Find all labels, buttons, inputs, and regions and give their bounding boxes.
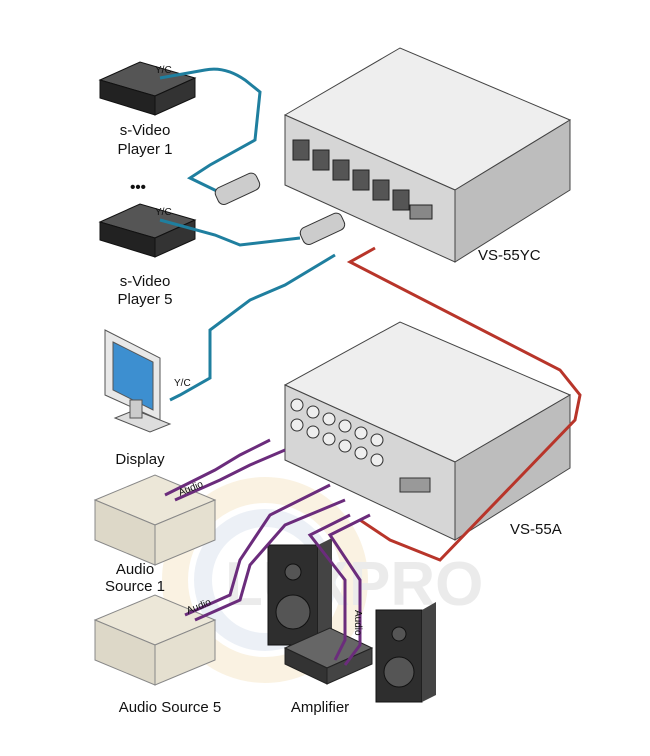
- svideo-plug: [214, 172, 346, 245]
- player1-label-line1: s-Video: [120, 122, 171, 139]
- display-label: Display: [115, 451, 165, 468]
- cable-player5: [159, 218, 301, 247]
- player5-label-line1: s-Video: [120, 273, 171, 290]
- audio-label-amplifier: Audio: [352, 610, 363, 636]
- source5-label: Audio Source 5: [119, 699, 222, 716]
- player5-label-line2: Player 5: [117, 291, 172, 308]
- vs55a-device: [283, 321, 572, 541]
- vs55yc-device: [283, 47, 572, 263]
- audio-cables: [164, 438, 371, 666]
- source1-label-line2: Source 1: [105, 578, 165, 595]
- control-cable: [346, 246, 582, 562]
- amplifier-label: Amplifier: [291, 699, 349, 716]
- source1-label-line1: Audio: [116, 561, 154, 578]
- yc-label-player1: Y/C: [155, 65, 172, 76]
- svideo-player-1: [98, 61, 197, 116]
- cable-player1: [159, 67, 262, 197]
- watermark-text: LUXPRO: [225, 550, 483, 619]
- svideo-player-5: [98, 203, 197, 258]
- video-cables: [159, 67, 336, 402]
- audio-source-5: [93, 594, 217, 686]
- vs55yc-label: VS-55YC: [478, 247, 541, 264]
- amplifier-device: [283, 627, 374, 685]
- player1-label-line2: Player 1: [117, 141, 172, 158]
- vs55a-label: VS-55A: [510, 521, 562, 538]
- speaker-left: [267, 538, 332, 646]
- speaker-right: [375, 602, 436, 703]
- display-monitor: [104, 329, 172, 433]
- yc-label-display: Y/C: [174, 378, 191, 389]
- cable-display: [169, 253, 336, 402]
- audio-source-1: [93, 474, 217, 566]
- more-players-ellipsis: •••: [130, 179, 146, 196]
- yc-label-player5: Y/C: [155, 207, 172, 218]
